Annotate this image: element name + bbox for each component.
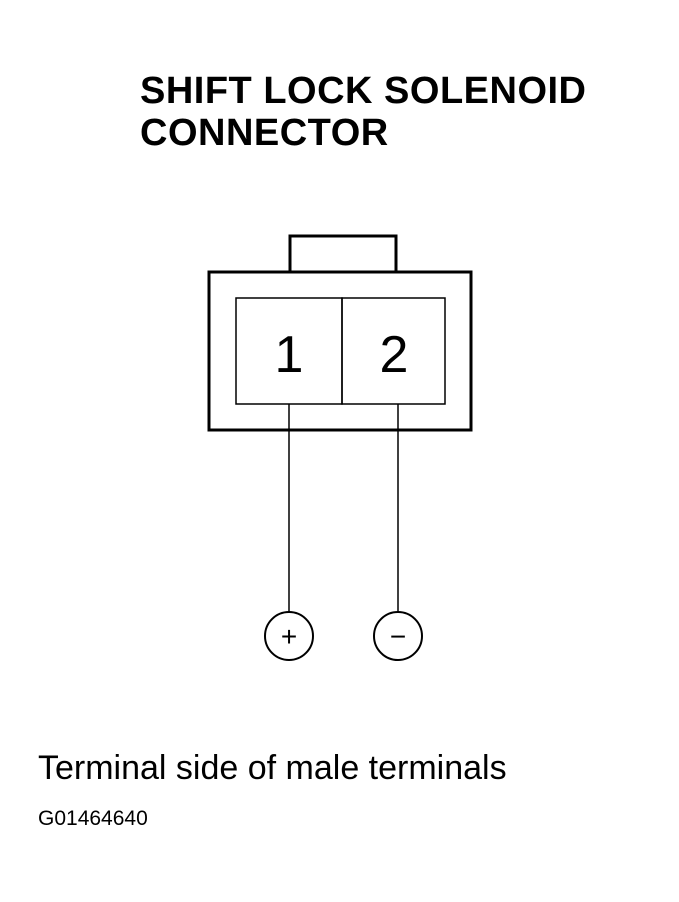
diagram-title: SHIFT LOCK SOLENOID CONNECTOR — [140, 70, 660, 154]
terminal-number-1: 1 — [275, 326, 304, 384]
view-caption: Terminal side of male terminals — [38, 749, 507, 787]
terminal-cavity-2 — [341, 297, 446, 405]
positive-terminal-symbol — [264, 611, 314, 661]
figure-id: G01464640 — [38, 807, 148, 830]
negative-sign: − — [390, 621, 406, 652]
negative-terminal-symbol — [373, 611, 423, 661]
positive-sign: + — [281, 621, 297, 652]
connector-housing — [207, 270, 473, 432]
terminal-number-2: 2 — [380, 326, 409, 384]
title-line-1: SHIFT LOCK SOLENOID — [140, 70, 587, 112]
title-line-2: CONNECTOR — [140, 112, 389, 154]
connector-lock-tab — [288, 234, 398, 272]
